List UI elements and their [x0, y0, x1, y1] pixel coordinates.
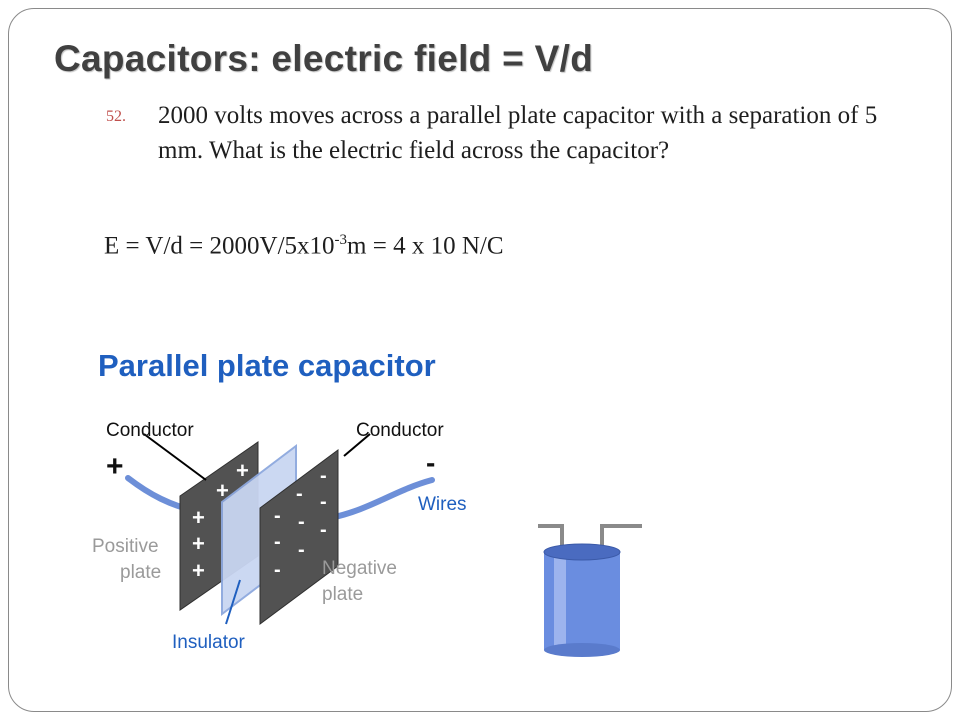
equation-exponent: -3: [334, 232, 348, 248]
slide-title: Capacitors: electric field = V/d: [54, 38, 594, 79]
equation-prefix: E = V/d = 2000V/5x10: [104, 232, 335, 260]
plus-sign: +: [192, 531, 205, 556]
plus-sign: +: [216, 478, 229, 503]
leader-line: [343, 433, 371, 457]
canister-highlight: [554, 556, 566, 646]
plus-sign: +: [192, 558, 205, 583]
equation-suffix: m = 4 x 10 N/C: [347, 232, 504, 260]
equation: E = V/d = 2000V/5x10-3m = 4 x 10 N/C: [104, 232, 504, 260]
negative-plate-label: plate: [322, 584, 363, 605]
minus-sign: -: [298, 539, 305, 561]
minus-sign: -: [298, 511, 305, 533]
right-wire: [327, 477, 435, 521]
conductor-right-label: Conductor: [356, 420, 444, 441]
positive-plate-label: Positive: [92, 536, 159, 557]
conductor-left-label: Conductor: [106, 420, 194, 441]
negative-plate: [259, 449, 339, 625]
plus-sign: +: [236, 458, 249, 483]
positive-plate-label: plate: [120, 562, 161, 583]
minus-sign: -: [274, 559, 281, 581]
positive-terminal-label: +: [106, 450, 124, 483]
question-number: 52.: [106, 108, 126, 125]
diagram-heading: Parallel plate capacitor: [98, 348, 436, 383]
minus-sign: -: [274, 531, 281, 553]
leader-line: [143, 433, 207, 481]
question-block: 52. 2000 volts moves across a parallel p…: [106, 98, 896, 168]
negative-plate-label: Negative: [322, 558, 397, 579]
minus-sign: -: [274, 505, 281, 527]
minus-sign: -: [320, 519, 327, 541]
slide-frame: [8, 8, 952, 712]
minus-sign: -: [320, 465, 327, 487]
leader-line: [225, 579, 241, 625]
minus-sign: -: [320, 491, 327, 513]
insulator-label: Insulator: [172, 632, 246, 653]
canister-bottom: [544, 643, 620, 657]
canister-top: [543, 543, 621, 561]
plus-sign: +: [192, 505, 205, 530]
minus-sign: -: [296, 483, 303, 505]
canister-lead: [600, 524, 642, 550]
negative-terminal-label: -: [426, 447, 435, 478]
canister-capacitor: [538, 524, 642, 657]
canister-lead: [538, 524, 564, 550]
question-text: 2000 volts moves across a parallel plate…: [158, 102, 878, 164]
wires-label: Wires: [418, 494, 467, 515]
capacitor-diagram: Parallel plate capacitor + + + + + - - -…: [92, 348, 642, 657]
